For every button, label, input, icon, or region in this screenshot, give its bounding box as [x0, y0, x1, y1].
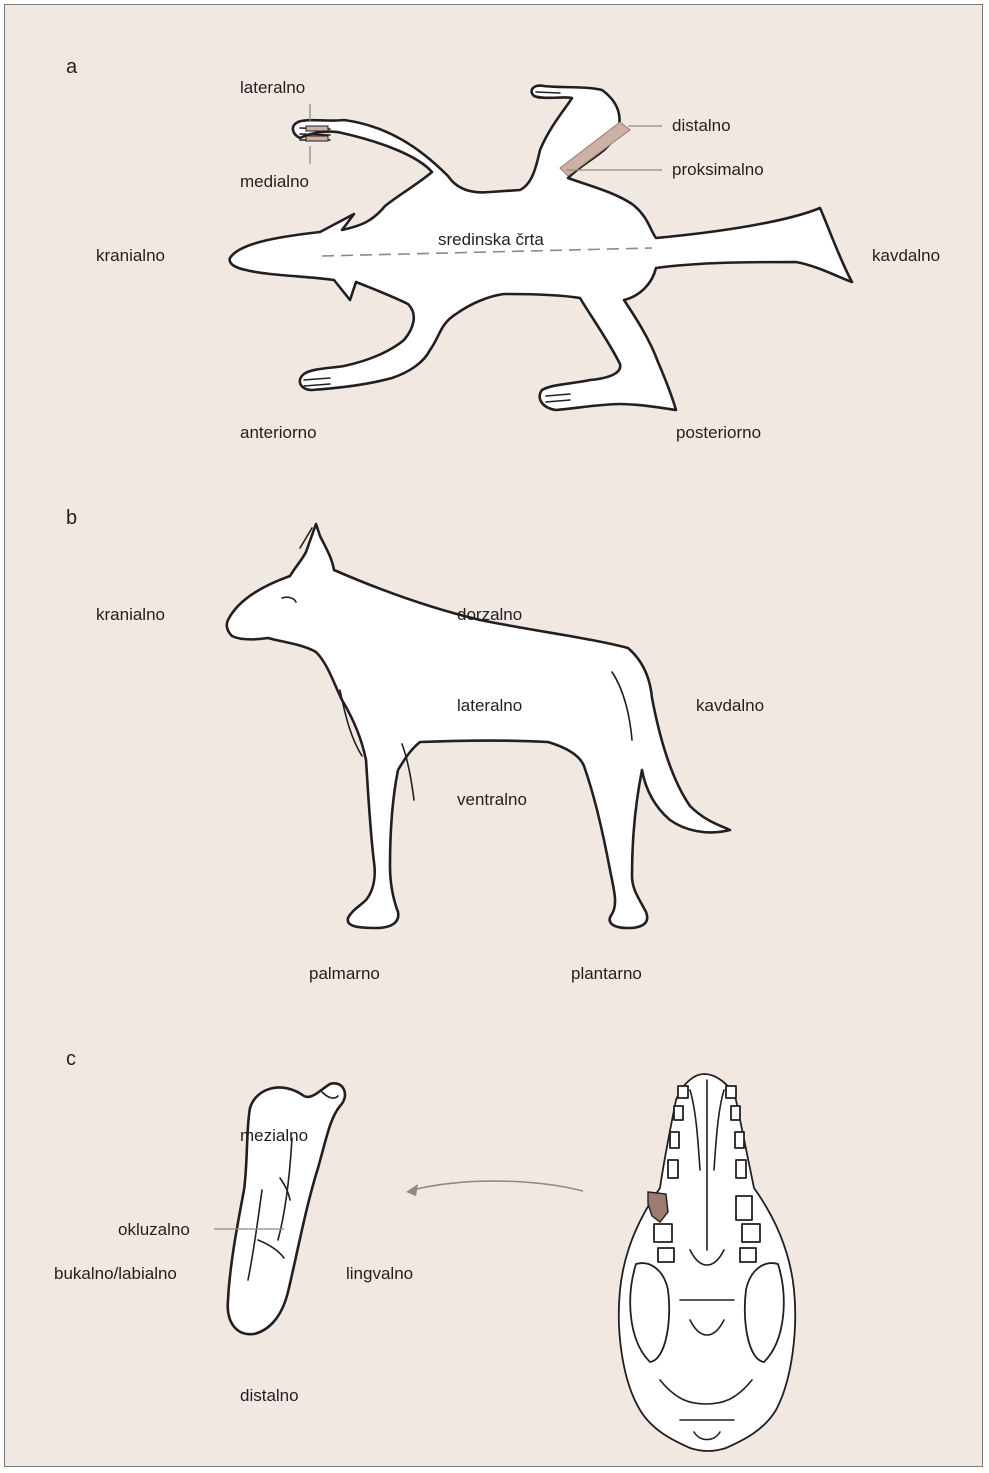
- panel-c-skull: [619, 1074, 795, 1451]
- panel-a-label-cranial: kranialno: [96, 246, 165, 266]
- panel-a-label-lateral: lateralno: [240, 78, 305, 98]
- panel-b-label-dorsal: dorzalno: [457, 605, 522, 625]
- panel-c-tooth: [214, 1083, 345, 1334]
- panel-c-label-mesial: mezialno: [240, 1126, 308, 1146]
- panel-b-label-palmar: palmarno: [309, 964, 380, 984]
- panel-c-label-lingual: lingvalno: [346, 1264, 413, 1284]
- panel-a-label-distal: distalno: [672, 116, 731, 136]
- panel-b-label-caudal: kavdalno: [696, 696, 764, 716]
- panel-c-letter: c: [66, 1048, 76, 1070]
- panel-a-letter: a: [66, 56, 77, 78]
- panel-c-label-buccal-labial: bukalno/labialno: [54, 1264, 177, 1284]
- panel-b-letter: b: [66, 507, 77, 529]
- panel-c-arrow-head: [406, 1184, 418, 1196]
- panel-a-label-medial: medialno: [240, 172, 309, 192]
- panel-b-label-plantar: plantarno: [571, 964, 642, 984]
- panel-a-label-anterior: anteriorno: [240, 423, 317, 443]
- panel-c-label-occlusal: okluzalno: [118, 1220, 190, 1240]
- panel-b-label-cranial: kranialno: [96, 605, 165, 625]
- panel-b-dog-outline: [227, 524, 730, 928]
- panel-a-label-caudal: kavdalno: [872, 246, 940, 266]
- panel-a-label-proximal: proksimalno: [672, 160, 764, 180]
- panel-b-dog: [227, 524, 730, 928]
- panel-c-tooth-outline: [228, 1083, 345, 1334]
- panel-c-label-distal: distalno: [240, 1386, 299, 1406]
- panel-b-label-ventral: ventralno: [457, 790, 527, 810]
- panel-a-label-midline: sredinska črta: [438, 230, 544, 250]
- panel-b-label-lateral: lateralno: [457, 696, 522, 716]
- panel-c-arrow: [406, 1181, 583, 1196]
- panel-a-label-posterior: posteriorno: [676, 423, 761, 443]
- panel-c-arrow-line: [412, 1181, 583, 1191]
